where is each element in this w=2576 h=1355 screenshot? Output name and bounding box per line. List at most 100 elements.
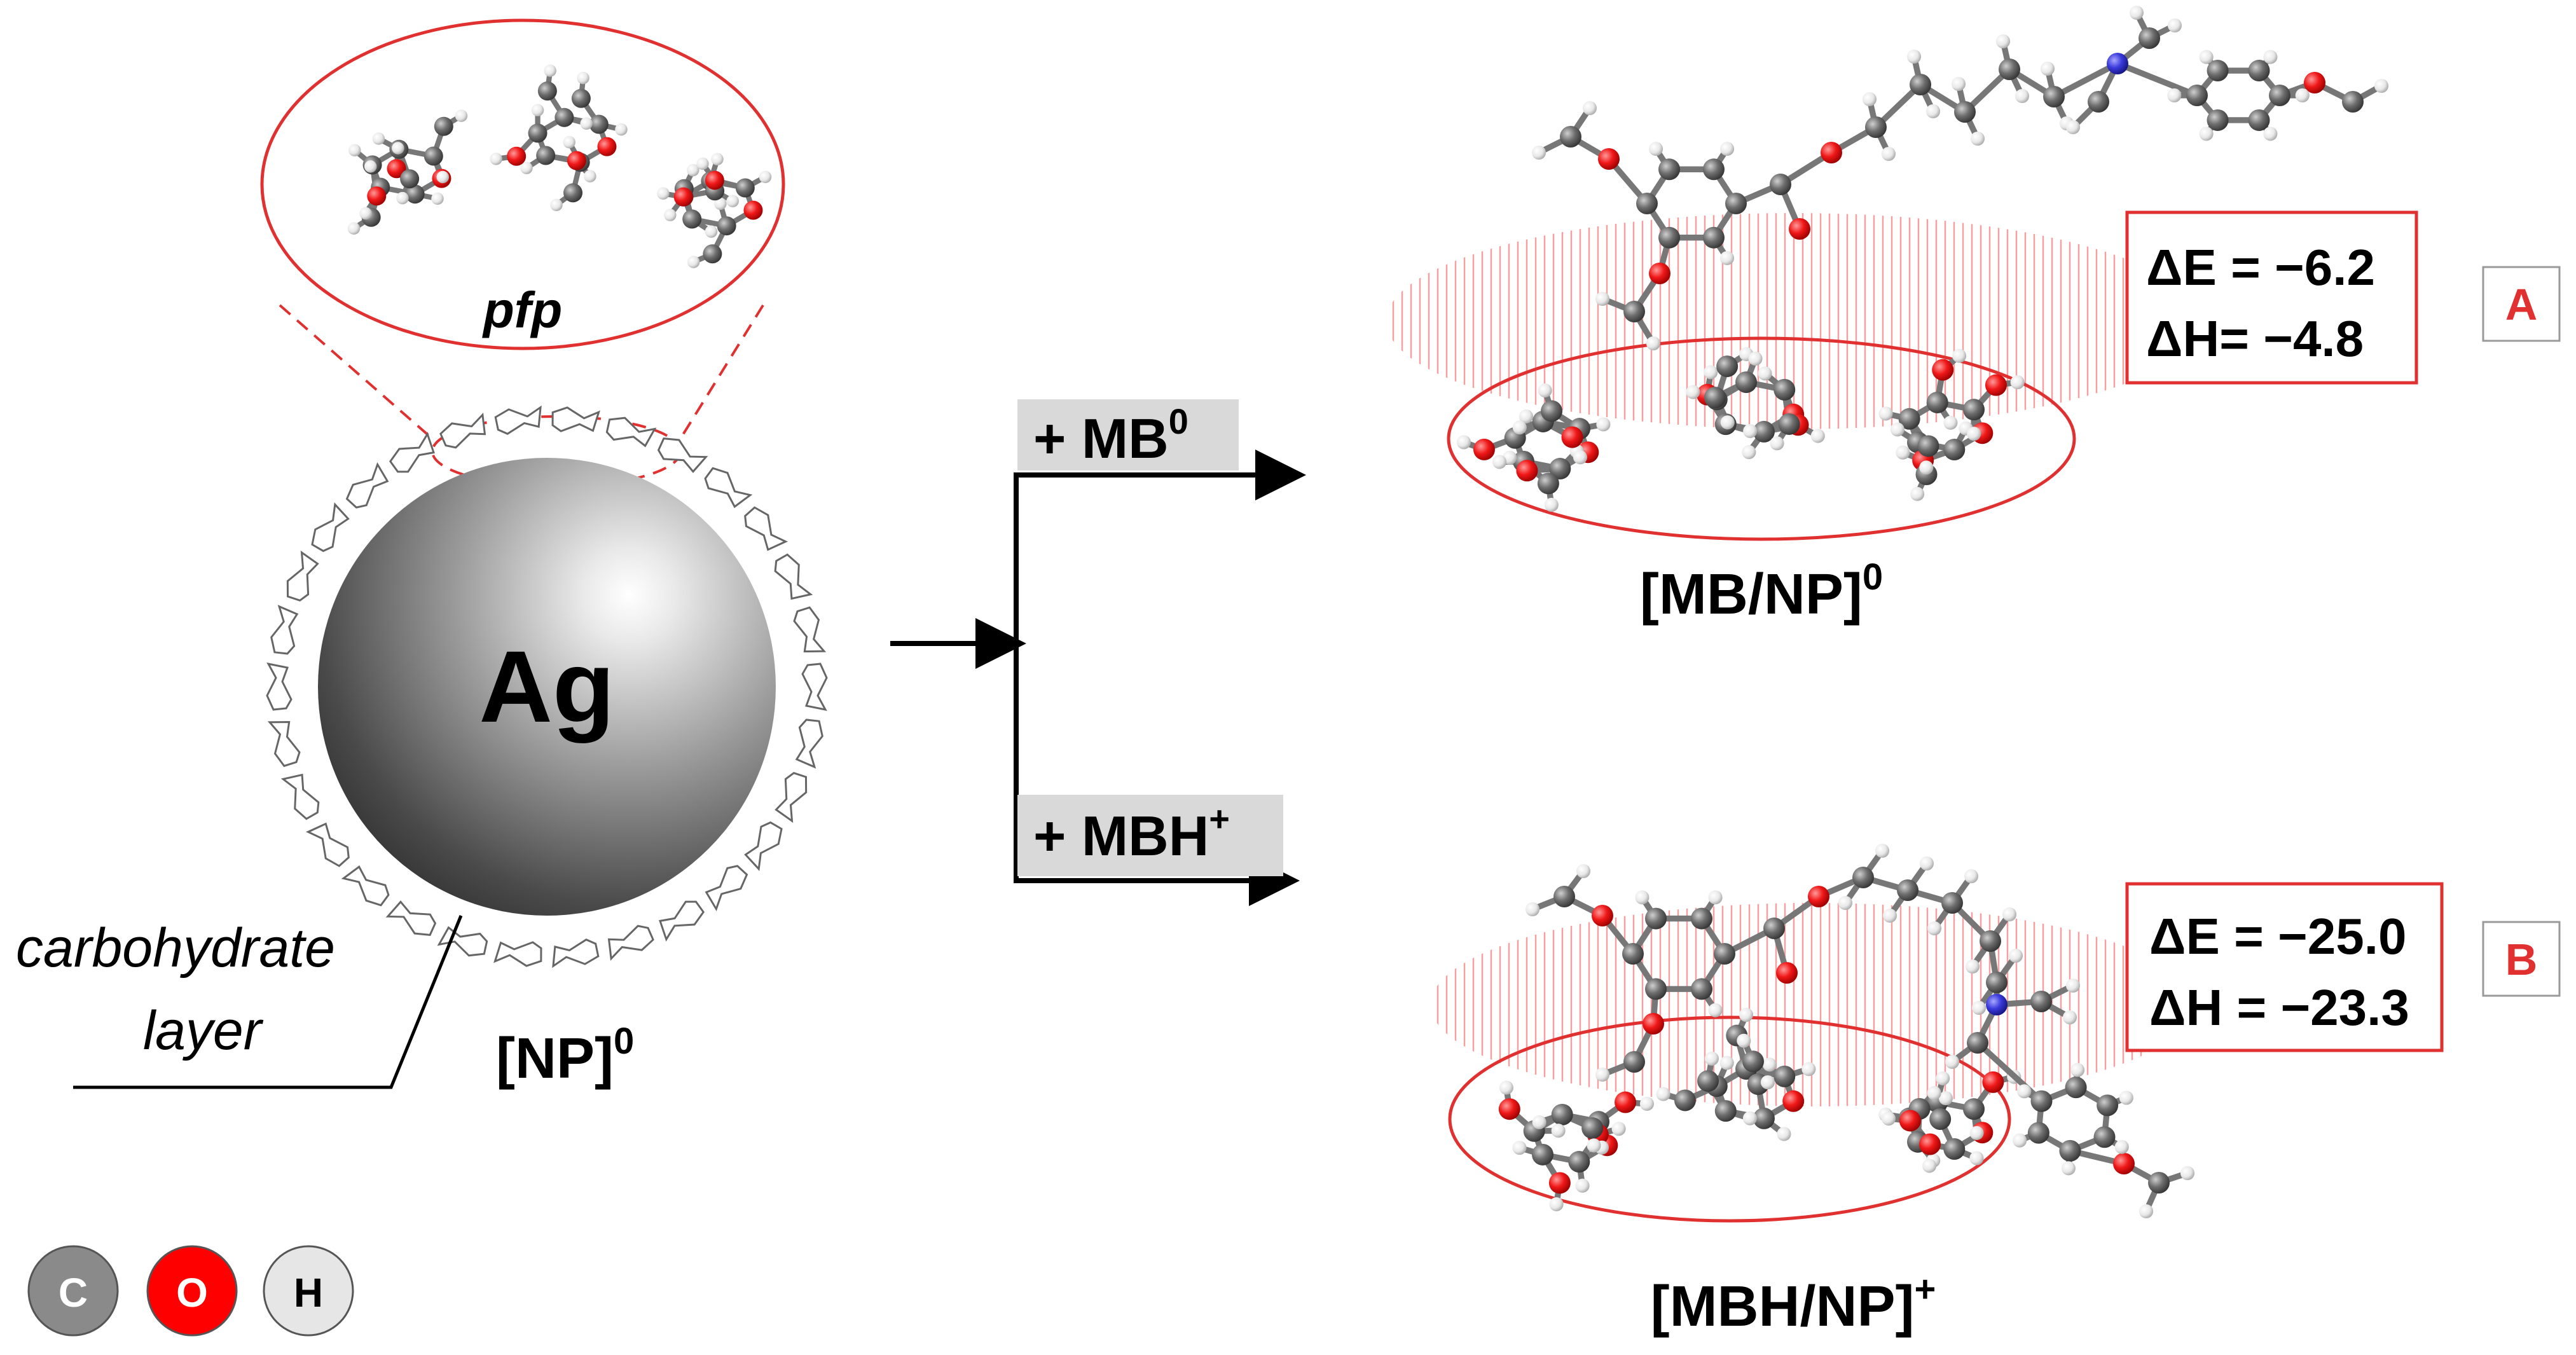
hydrogen-atom <box>2010 375 2025 390</box>
pfp-label: pfp <box>482 282 562 338</box>
product-a-name: [MB/NP]0 <box>1640 556 1883 626</box>
carbon-atom <box>405 184 425 204</box>
carbon-atom <box>1963 399 1985 421</box>
hydrogen-atom <box>1952 348 1967 363</box>
carbon-atom <box>1897 879 1918 901</box>
carbohydrate-ring-glyph <box>774 553 813 600</box>
hydrogen-atom <box>696 157 709 170</box>
hydrogen-atom <box>705 225 718 238</box>
carbohydrate-ring-glyph <box>705 865 748 912</box>
product-b-tag-box <box>2482 921 2561 997</box>
hydrogen-atom <box>687 163 699 177</box>
carbon-atom <box>1703 158 1725 181</box>
hydrogen-atom <box>2061 1161 2076 1176</box>
carbon-atom <box>717 216 736 236</box>
hydrogen-atom <box>2017 1084 2032 1099</box>
hydrogen-atom <box>1906 49 1922 64</box>
hydrogen-atom <box>1720 415 1735 430</box>
carbon-atom <box>2059 1139 2081 1162</box>
hydrogen-atom <box>2002 907 2017 922</box>
hydrogen-atom <box>2008 948 2023 963</box>
hydrogen-atom <box>2263 127 2278 141</box>
nitrogen-atom <box>1986 994 2008 1015</box>
carbon-atom <box>1531 1143 1553 1166</box>
oxygen-atom <box>1643 1013 1664 1035</box>
hydrogen-atom <box>1551 1124 1566 1138</box>
hydrogen-atom <box>2199 50 2214 64</box>
carbon-atom <box>589 114 609 134</box>
carbon-atom <box>1674 1089 1696 1111</box>
hydrogen-atom <box>1875 843 1890 858</box>
carbohydrate-ring-glyph <box>305 822 350 867</box>
carbohydrate-ring-glyph <box>437 926 488 957</box>
carbon-atom <box>1742 1050 1764 1073</box>
product-a-energy-box <box>2125 210 2418 385</box>
hydrogen-atom <box>1890 422 1904 437</box>
oxygen-atom <box>567 151 586 170</box>
carbohydrate-ring-glyph <box>659 900 705 942</box>
carbon-atom <box>1926 391 1948 413</box>
oxygen-atom <box>673 187 693 207</box>
oxygen-atom <box>1899 1110 1921 1132</box>
hydrogen-atom <box>1970 131 1985 146</box>
hydrogen-atom <box>1512 420 1527 435</box>
hydrogen-atom <box>2374 78 2389 93</box>
bond <box>2051 60 2121 100</box>
hydrogen-atom <box>1704 1051 1719 1066</box>
product-a-tag: A <box>2505 280 2538 329</box>
hydrogen-atom <box>1596 417 1611 432</box>
oxygen-atom <box>1985 374 2007 396</box>
hydrogen-atom <box>1882 908 1898 923</box>
hydrogen-atom <box>1770 436 1784 451</box>
oxygen-atom <box>1919 1133 1941 1155</box>
hydrogen-atom <box>359 207 372 220</box>
nanoparticle-group: pfp Ag carbohydrate layer [NP]0 <box>16 18 828 1090</box>
carbon-atom <box>2097 1094 2119 1117</box>
carbohydrate-ring-glyph <box>280 773 320 820</box>
hydrogen-atom <box>2040 61 2055 76</box>
oxygen-atom <box>1782 1090 1805 1112</box>
carbon-atom <box>1691 978 1712 1000</box>
hydrogen-atom <box>364 160 377 173</box>
product-b-energy-box <box>2125 882 2444 1052</box>
oxygen-atom <box>1561 426 1583 448</box>
hydrogen-atom <box>2295 88 2310 103</box>
ag-core-label: Ag <box>479 629 614 743</box>
hydrogen-atom <box>1777 1127 1791 1141</box>
carbon-atom <box>2207 109 2229 131</box>
hydrogen-atom <box>1499 1080 1513 1095</box>
oxygen-atom <box>1516 460 1538 482</box>
hydrogen-atom <box>396 191 409 205</box>
hydrogen-atom <box>580 117 593 130</box>
oxygen-atom <box>1592 905 1613 926</box>
hydrogen-atom <box>1758 366 1772 381</box>
carbohydrate-ring-glyph <box>605 416 657 448</box>
hydrogen-atom <box>1964 869 1979 884</box>
hydrogen-atom <box>1646 336 1661 351</box>
hydrogen-atom <box>2062 1010 2077 1025</box>
hydrogen-atom <box>1862 92 1877 107</box>
carbon-atom <box>424 146 443 166</box>
oxygen-atom <box>1615 1091 1637 1113</box>
carbohydrate-ring-glyph <box>744 506 789 551</box>
oxygen-atom <box>1932 359 1954 381</box>
hydrogen-atom <box>1549 1197 1564 1211</box>
hydrogen-atom <box>490 153 502 165</box>
hydrogen-atom <box>2013 1133 2027 1148</box>
carbon-atom <box>1645 907 1667 930</box>
hydrogen-atom <box>347 222 361 235</box>
hydrogen-atom <box>1708 1003 1723 1017</box>
zoom-callout-ellipse <box>260 18 785 350</box>
product-b-hatched-plane <box>1431 903 2194 1106</box>
oxygen-atom <box>1808 886 1829 907</box>
hydrogen-atom <box>1742 445 1756 460</box>
carbohydrate-layer-shell <box>266 405 828 968</box>
carbon-atom <box>1703 226 1725 249</box>
carbon-atom <box>1763 918 1785 939</box>
hydrogen-atom <box>1927 1085 1941 1101</box>
carbon-atom <box>1852 867 1874 888</box>
carbohydrate-ring-glyph <box>385 900 437 936</box>
hydrogen-atom <box>1743 423 1758 439</box>
carbon-atom <box>682 209 702 229</box>
